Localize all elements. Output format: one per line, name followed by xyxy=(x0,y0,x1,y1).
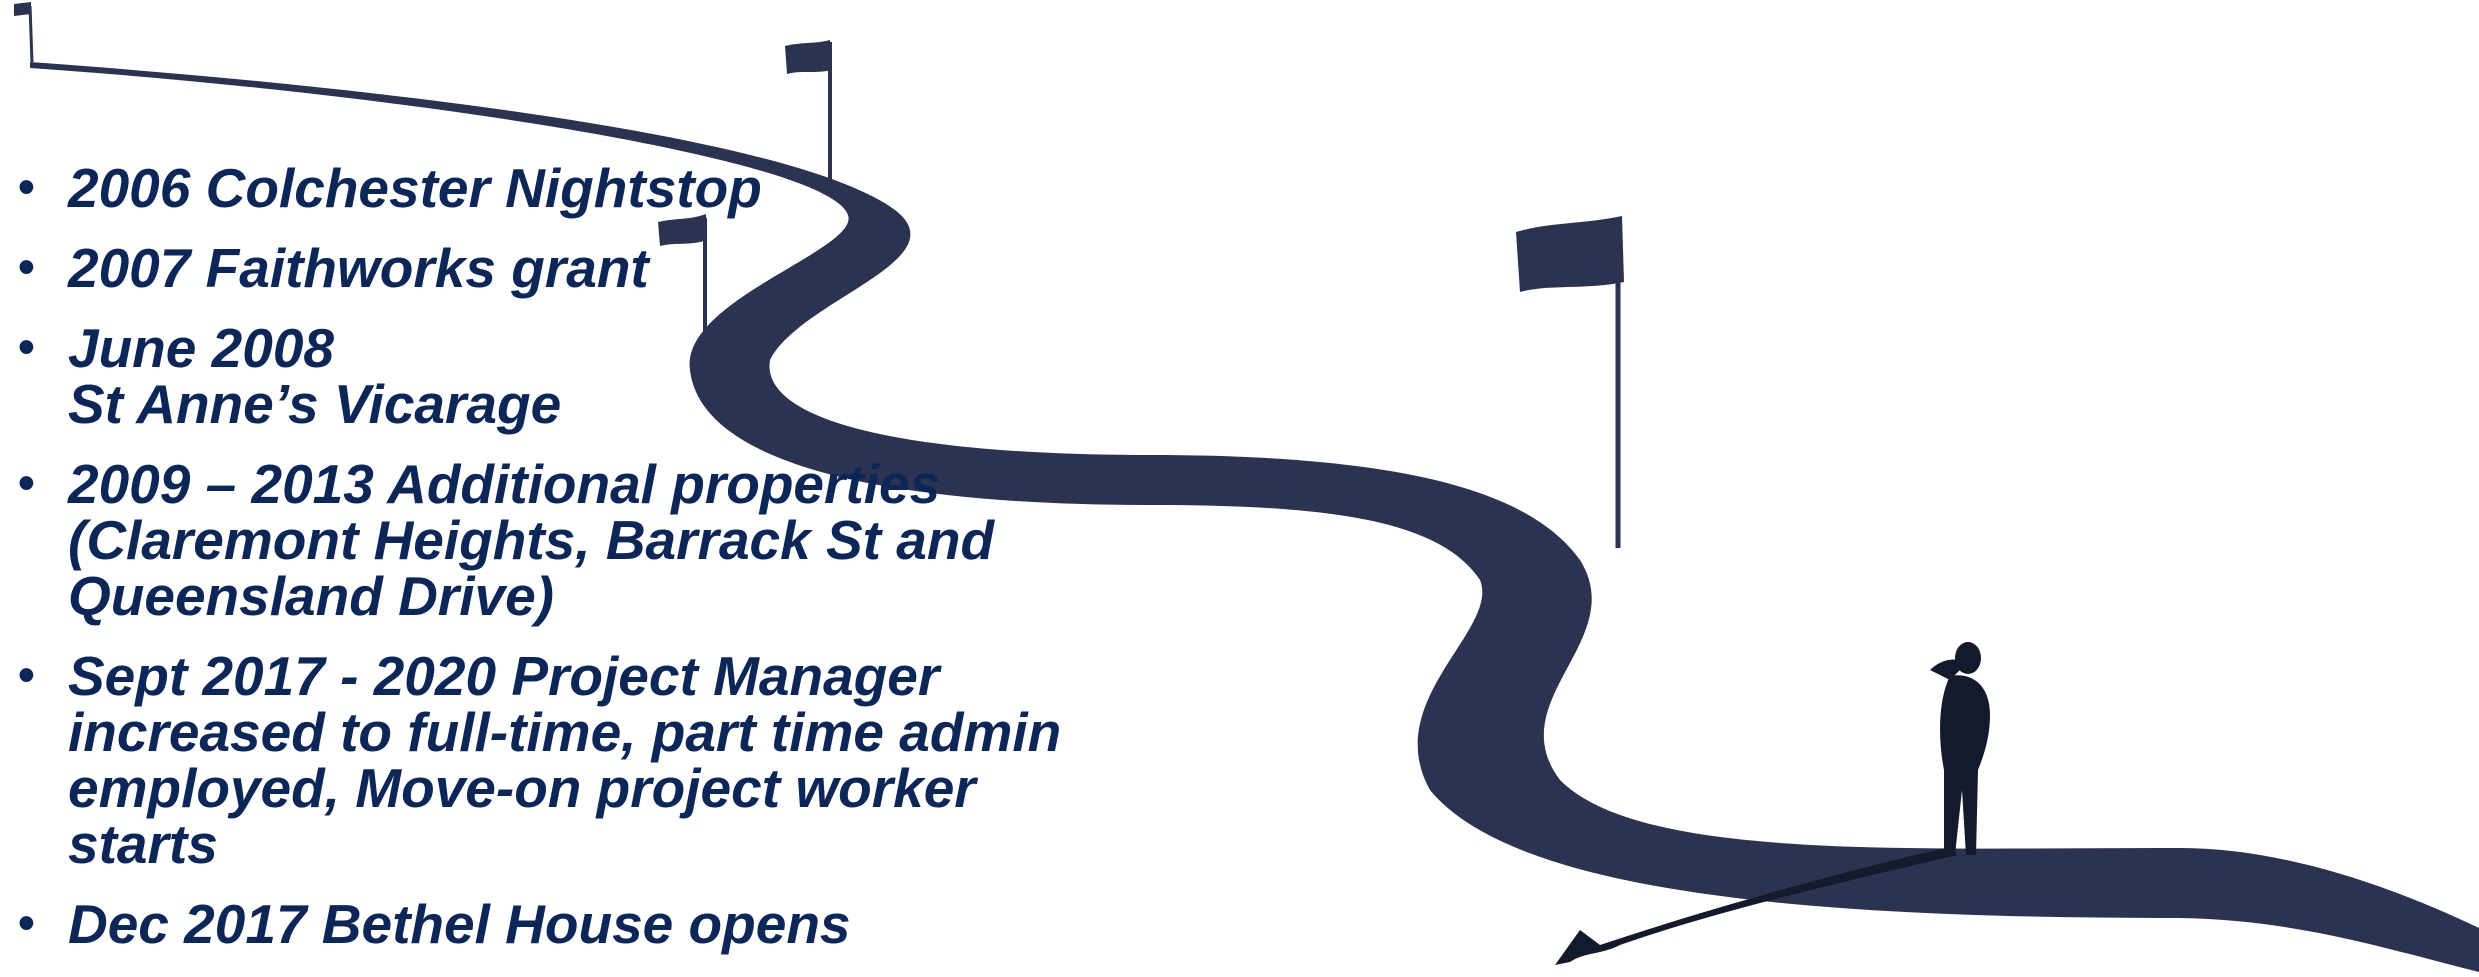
timeline-item: June 2008 St Anne’s Vicarage xyxy=(18,320,1198,432)
flag-icon xyxy=(1516,216,1624,548)
timeline-item-text: Sept 2017 - 2020 Project Manager xyxy=(68,645,940,707)
timeline-item-text: employed, Move-on project worker xyxy=(68,757,976,819)
timeline-item-text: Queensland Drive) xyxy=(68,565,554,627)
timeline-item-text: June 2008 xyxy=(68,317,335,379)
timeline-item: Sept 2017 - 2020 Project Manager increas… xyxy=(18,648,1198,872)
timeline-item-text: starts xyxy=(68,813,218,875)
timeline-item-text: increased to full-time, part time admin xyxy=(68,701,1062,763)
timeline-item: 2009 – 2013 Additional properties (Clare… xyxy=(18,456,1198,624)
timeline-item-text: 2009 – 2013 Additional properties xyxy=(68,453,941,515)
timeline-item-text: 2007 Faithworks grant xyxy=(68,237,649,299)
timeline-item-text: (Claremont Heights, Barrack St and xyxy=(68,509,995,571)
timeline-item-text: 2006 Colchester Nightstop xyxy=(68,157,762,219)
timeline-list: 2006 Colchester Nightstop 2007 Faithwork… xyxy=(18,160,1198,976)
timeline-item-text: Dec 2017 Bethel House opens xyxy=(68,893,851,955)
timeline-item-text: St Anne’s Vicarage xyxy=(68,373,562,435)
winding-road xyxy=(30,62,2479,972)
timeline-item: 2006 Colchester Nightstop xyxy=(18,160,1198,216)
flag-icon xyxy=(785,40,832,180)
person-silhouette xyxy=(1555,642,1990,965)
timeline-item: 2007 Faithworks grant xyxy=(18,240,1198,296)
flag-icon xyxy=(14,2,34,63)
timeline-item: Dec 2017 Bethel House opens xyxy=(18,896,1198,952)
